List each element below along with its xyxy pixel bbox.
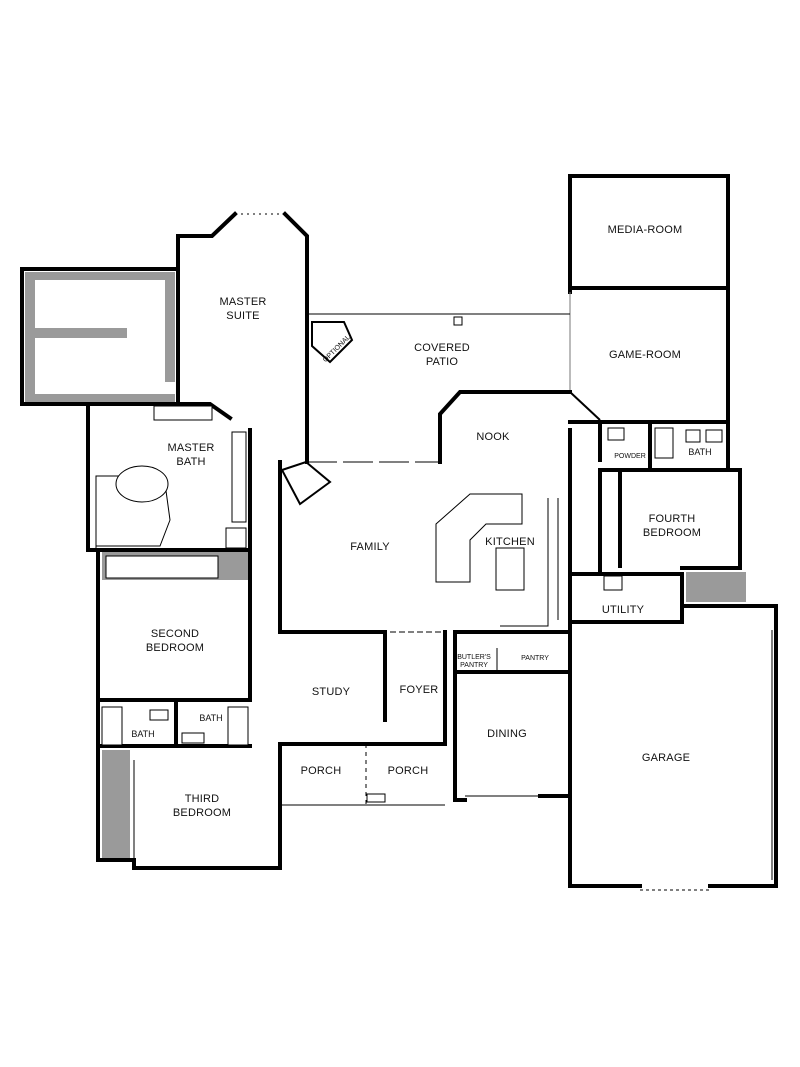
room-labels: MEDIA-ROOM GAME-ROOM MASTER SUITE COVERE… bbox=[131, 224, 711, 819]
label-porch-left: PORCH bbox=[301, 765, 342, 777]
walls bbox=[20, 174, 778, 891]
label-second-bedroom-line2: BEDROOM bbox=[146, 642, 204, 654]
label-bath-right: BATH bbox=[199, 713, 222, 723]
label-third-bedroom-line1: THIRD bbox=[185, 793, 220, 805]
label-fourth-bedroom-line2: BEDROOM bbox=[643, 527, 701, 539]
label-powder: POWDER bbox=[614, 453, 646, 460]
label-kitchen: KITCHEN bbox=[485, 536, 535, 548]
label-master-bath-line1: MASTER bbox=[167, 442, 214, 454]
label-bath-left: BATH bbox=[131, 729, 154, 739]
label-master-suite-line1: MASTER bbox=[219, 296, 266, 308]
label-master-bath-line2: BATH bbox=[176, 456, 205, 468]
label-dining: DINING bbox=[487, 728, 527, 740]
label-butlers-pantry-line1: BUTLER'S bbox=[457, 654, 491, 661]
label-second-bedroom-line1: SECOND bbox=[151, 628, 199, 640]
label-pantry: PANTRY bbox=[521, 655, 549, 662]
label-study: STUDY bbox=[312, 686, 351, 698]
label-game-room: GAME-ROOM bbox=[609, 349, 681, 361]
label-garage: GARAGE bbox=[642, 752, 690, 764]
label-covered-patio-line2: PATIO bbox=[426, 356, 459, 368]
label-nook: NOOK bbox=[476, 431, 510, 443]
label-family: FAMILY bbox=[350, 541, 390, 553]
label-butlers-pantry-line2: PANTRY bbox=[460, 662, 488, 669]
label-covered-patio-line1: COVERED bbox=[414, 342, 470, 354]
label-optional: OPTIONAL bbox=[322, 334, 352, 364]
label-media-room: MEDIA-ROOM bbox=[608, 224, 683, 236]
label-fourth-bedroom-line1: FOURTH bbox=[649, 513, 696, 525]
label-foyer: FOYER bbox=[400, 684, 439, 696]
label-porch-right: PORCH bbox=[388, 765, 429, 777]
label-master-suite-line2: SUITE bbox=[226, 310, 259, 322]
label-utility: UTILITY bbox=[602, 604, 645, 616]
label-bath-fourth: BATH bbox=[688, 447, 711, 457]
label-third-bedroom-line2: BEDROOM bbox=[173, 807, 231, 819]
